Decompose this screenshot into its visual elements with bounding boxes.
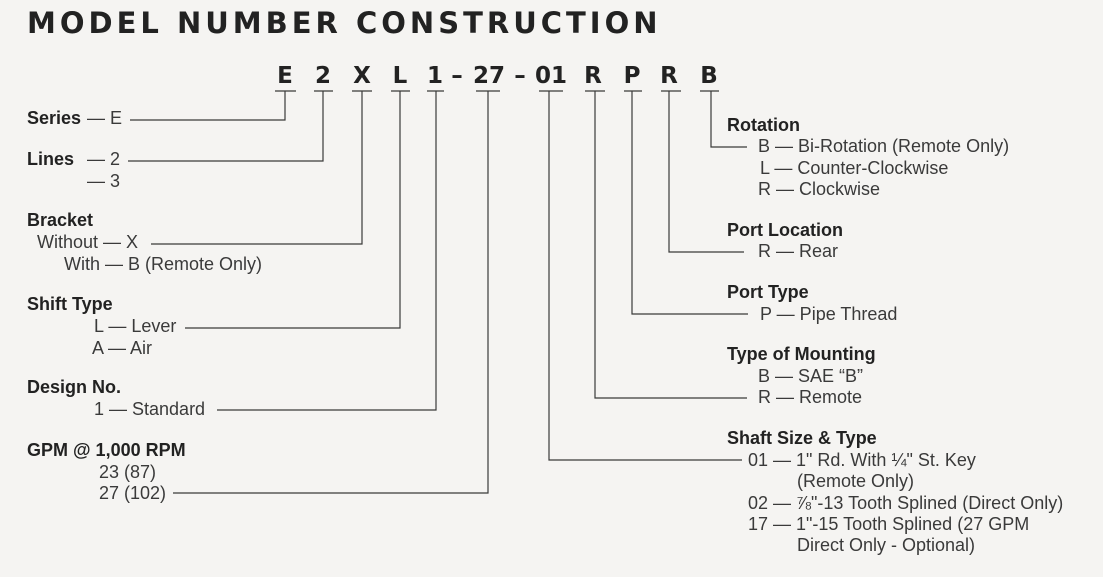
series-option-e: — E bbox=[87, 108, 123, 128]
port-type-option-p: P — Pipe Thread bbox=[760, 304, 898, 324]
lines-option-3: — 3 bbox=[87, 171, 121, 191]
rotation-option-l: L — Counter-Clockwise bbox=[760, 158, 949, 178]
code-lines: 2 bbox=[314, 63, 331, 89]
code-dash-2: – bbox=[514, 63, 526, 89]
mounting-option-b: B — SAE “B” bbox=[758, 366, 864, 386]
connector-port-location bbox=[668, 91, 744, 253]
port-location-option-r: R — Rear bbox=[758, 241, 839, 261]
shaft-option-01: 01 — 1" Rd. With ¼" St. Key bbox=[748, 450, 976, 470]
connector-gpm bbox=[173, 91, 489, 494]
connector-design-no bbox=[217, 91, 437, 411]
code-gpm: 27 bbox=[473, 63, 506, 89]
mounting-heading: Type of Mounting bbox=[727, 344, 876, 364]
bracket-option-without: Without — X bbox=[37, 232, 139, 252]
shift-option-air: A — Air bbox=[92, 338, 153, 358]
shaft-heading: Shaft Size & Type bbox=[727, 428, 877, 448]
connector-shift-type bbox=[185, 91, 401, 329]
design-option-standard: 1 — Standard bbox=[94, 399, 206, 419]
bracket-heading: Bracket bbox=[27, 210, 94, 230]
gpm-heading: GPM @ 1,000 RPM bbox=[27, 440, 186, 460]
mounting-option-r: R — Remote bbox=[758, 387, 863, 407]
connector-mounting bbox=[594, 91, 747, 399]
rotation-option-b: B — Bi-Rotation (Remote Only) bbox=[758, 136, 1010, 156]
lines-heading: Lines bbox=[27, 149, 75, 169]
rotation-heading: Rotation bbox=[727, 115, 800, 135]
lines-option-2: — 2 bbox=[87, 149, 121, 169]
code-dash-1: – bbox=[451, 63, 463, 89]
shift-option-lever: L — Lever bbox=[94, 316, 177, 336]
code-shaft: 01 bbox=[535, 63, 568, 89]
connector-bracket bbox=[151, 91, 363, 245]
shaft-option-17: 17 — 1"-15 Tooth Splined (27 GPM bbox=[748, 514, 1030, 534]
port-type-heading: Port Type bbox=[727, 282, 809, 302]
connector-shaft bbox=[548, 91, 742, 461]
code-series: E bbox=[277, 63, 293, 89]
code-mounting: R bbox=[584, 63, 602, 89]
connector-port-type bbox=[631, 91, 748, 315]
gpm-option-23: 23 (87) bbox=[99, 462, 157, 482]
code-bracket: X bbox=[353, 63, 371, 89]
bracket-option-with: With — B (Remote Only) bbox=[64, 254, 263, 274]
code-port-location: R bbox=[660, 63, 678, 89]
connector-lines bbox=[128, 91, 324, 162]
code-design-no: 1 bbox=[426, 63, 443, 89]
shift-type-heading: Shift Type bbox=[27, 294, 113, 314]
gpm-option-27: 27 (102) bbox=[99, 483, 167, 503]
shaft-option-17-note: Direct Only - Optional) bbox=[797, 535, 976, 555]
connector-rotation bbox=[710, 91, 747, 148]
code-port-type: P bbox=[623, 63, 641, 89]
port-location-heading: Port Location bbox=[727, 220, 843, 240]
shaft-option-01-note: (Remote Only) bbox=[797, 471, 915, 491]
code-shift-type: L bbox=[392, 63, 408, 89]
connector-series bbox=[130, 91, 286, 121]
design-no-heading: Design No. bbox=[27, 377, 122, 397]
rotation-option-r: R — Clockwise bbox=[758, 179, 881, 199]
page-title: MODEL NUMBER CONSTRUCTION bbox=[27, 6, 662, 40]
series-heading: Series bbox=[27, 108, 82, 128]
shaft-option-02: 02 — ⅞"-13 Tooth Splined (Direct Only) bbox=[748, 493, 1064, 513]
code-rotation: B bbox=[700, 63, 718, 89]
